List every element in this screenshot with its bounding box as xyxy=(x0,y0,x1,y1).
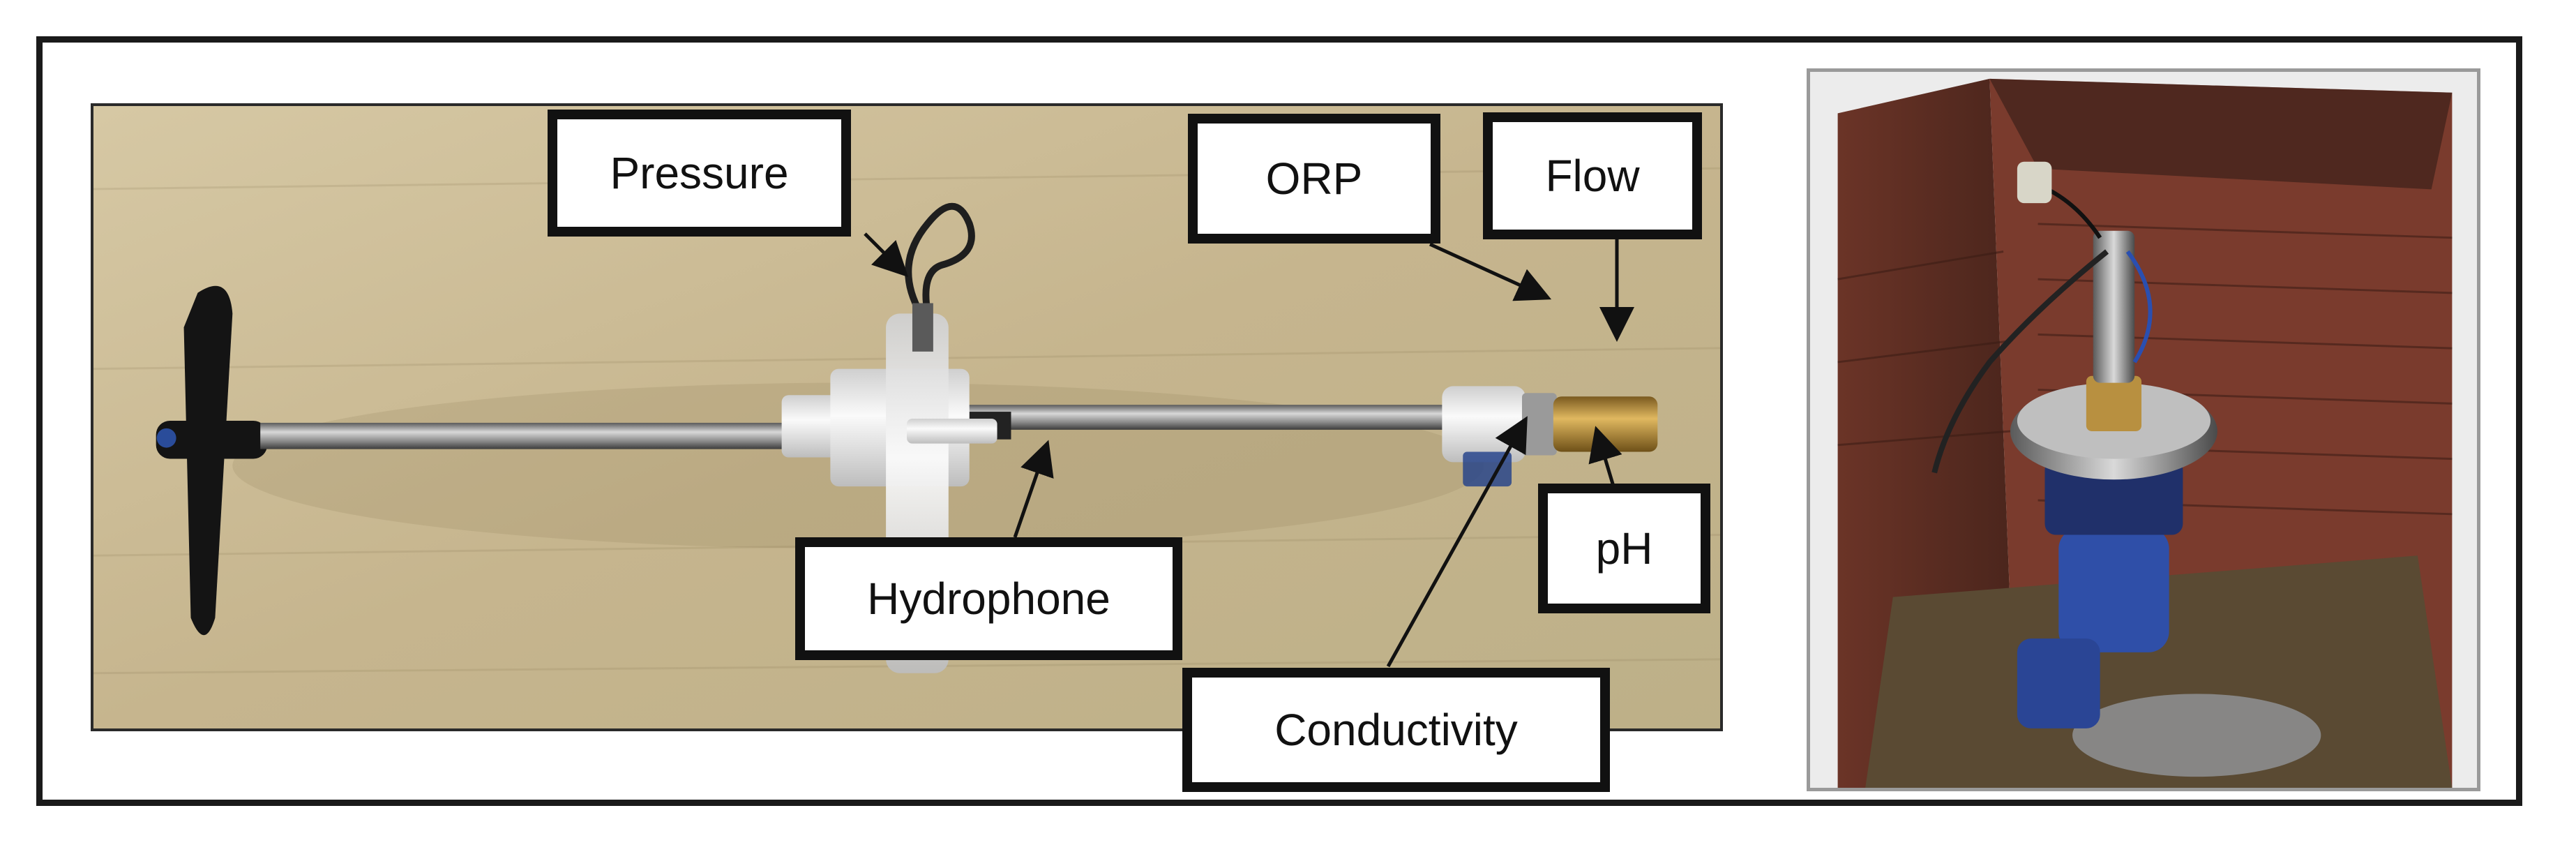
conductivity-label-text: Conductivity xyxy=(1274,705,1518,755)
orp-label-text: ORP xyxy=(1265,154,1363,204)
flow-label: Flow xyxy=(1483,112,1702,239)
pressure-label-text: Pressure xyxy=(610,148,789,198)
installation-photo-image xyxy=(1810,72,2477,788)
installation-photo xyxy=(1807,68,2480,791)
ph-label: pH xyxy=(1538,484,1710,613)
pressure-label: Pressure xyxy=(548,110,851,237)
hydrophone-label: Hydrophone xyxy=(795,537,1182,660)
flow-label-text: Flow xyxy=(1545,151,1640,201)
conductivity-label: Conductivity xyxy=(1182,668,1610,792)
orp-label: ORP xyxy=(1188,114,1440,244)
ph-label-text: pH xyxy=(1595,523,1653,574)
hydrophone-label-text: Hydrophone xyxy=(867,574,1110,624)
